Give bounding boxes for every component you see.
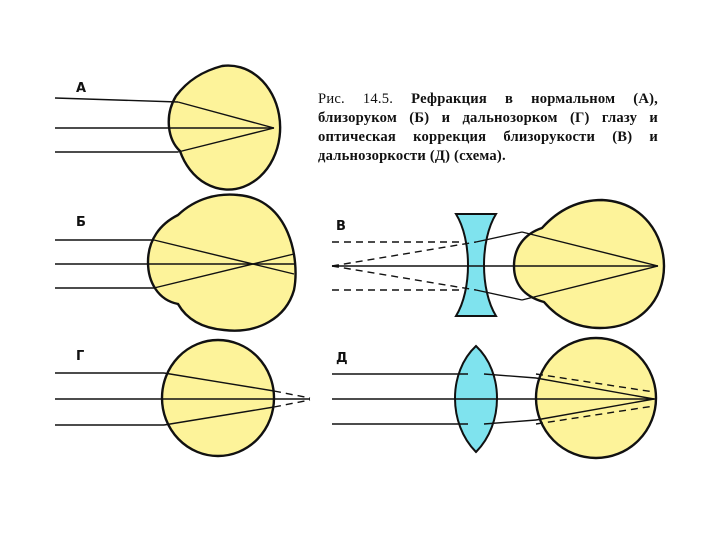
- ray-g-top-refracted: [163, 372, 275, 392]
- ray-a-bottom-refracted: [177, 127, 275, 153]
- ray-a-top: [54, 97, 179, 103]
- ray-v-bottom-refracted: [521, 265, 659, 301]
- eye-hyperopic: [160, 338, 276, 458]
- ray-a-top-refracted: [177, 101, 275, 129]
- ray-g-bottom-refracted: [163, 406, 275, 426]
- figure-caption: Рис. 14.5. Рефракция в нормальном (А), б…: [318, 90, 658, 166]
- panel-v-label: В: [336, 219, 346, 234]
- panel-d: Д: [332, 336, 658, 460]
- ray-d-bottom-uncorrected: [535, 405, 655, 425]
- panel-a-label: А: [76, 81, 86, 96]
- ray-v-top-refracted: [521, 231, 659, 267]
- ray-b-top-refracted: [153, 239, 295, 275]
- ray-b-bottom-refracted: [153, 253, 295, 289]
- panel-d-label: Д: [336, 351, 348, 366]
- ray-d-bottom-refracted: [535, 398, 655, 421]
- panel-g-label: Г: [76, 349, 84, 364]
- ray-d-top-refracted: [535, 377, 655, 400]
- concave-lens: [454, 213, 498, 317]
- eye-myopic-corrected: [512, 198, 666, 330]
- panel-v: В: [331, 198, 666, 330]
- ray-g-bottom-virtual: [273, 399, 311, 408]
- ray-v-bottom-virtual: [331, 265, 477, 291]
- caption-text: Рефракция в нормальном (А), близоруком (…: [318, 91, 658, 164]
- panel-b-label: Б: [76, 215, 86, 230]
- ray-v-top-diverged: [475, 231, 523, 243]
- panel-g: Г: [55, 338, 311, 458]
- caption-lead: Рис. 14.5.: [318, 91, 394, 107]
- ray-d-top-uncorrected: [535, 373, 655, 393]
- eye-myopic: [146, 193, 297, 332]
- ray-v-bottom-diverged: [475, 289, 523, 301]
- ray-d-top-converging: [483, 373, 537, 379]
- panel-a: А: [54, 64, 282, 191]
- panel-b: Б: [55, 193, 297, 332]
- eye-hyperopic-corrected: [534, 336, 658, 460]
- ray-d-bottom-converging: [483, 419, 537, 425]
- ray-g-top-virtual: [273, 390, 311, 399]
- ray-v-top-virtual: [331, 241, 477, 267]
